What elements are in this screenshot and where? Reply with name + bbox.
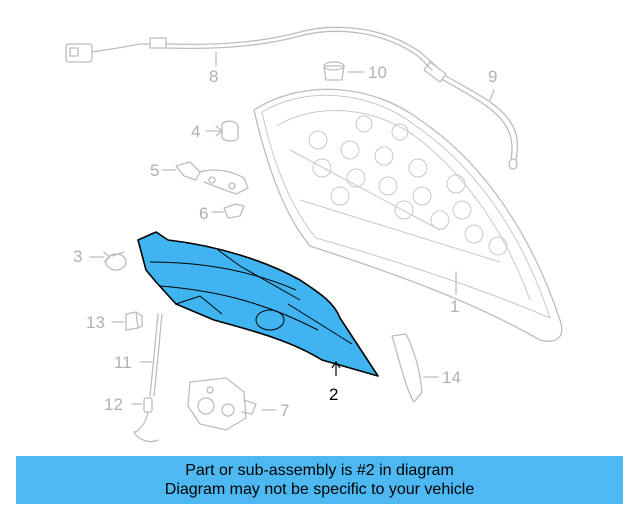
callout-8: 8: [209, 67, 218, 86]
part-2-hood-insulator: [137, 231, 379, 377]
part-5-hinge: [161, 161, 249, 195]
callout-7: 7: [280, 401, 289, 420]
part-12-rod-clip: [131, 397, 159, 443]
callout-11: 11: [114, 353, 132, 372]
part-6-bolt: [211, 203, 245, 219]
part-3-clip: [89, 251, 127, 271]
callout-12: 12: [104, 395, 123, 414]
part-14-seal: [391, 333, 439, 403]
part-7-latch: [187, 377, 277, 431]
callout-5: 5: [150, 161, 159, 180]
callout-6: 6: [199, 204, 208, 223]
part-13-bracket: [111, 311, 143, 331]
part-8-release-cable: [65, 26, 437, 71]
callout-3: 3: [73, 247, 82, 266]
callout-14: 14: [442, 368, 461, 387]
banner-line-2: Diagram may not be specific to your vehi…: [164, 481, 475, 498]
part-1-hood: [253, 88, 563, 342]
callout-2: 2: [329, 385, 338, 404]
callout-10: 10: [368, 63, 387, 82]
hood-reinforcement-holes: [308, 115, 508, 256]
callout-4: 4: [191, 122, 200, 141]
callout-13: 13: [86, 313, 105, 332]
callout-9: 9: [488, 67, 497, 86]
parts-diagram: 8 9 10: [65, 26, 563, 443]
part-4-stopper: [205, 120, 239, 142]
part-11-prop-rod: [139, 313, 163, 397]
callout-1: 1: [450, 297, 459, 316]
banner-line-1: Part or sub-assembly is #2 in diagram: [185, 462, 454, 479]
info-banner: Part or sub-assembly is #2 in diagram Di…: [16, 456, 623, 504]
part-9-cable: [423, 61, 519, 170]
part-10-bumper: [323, 61, 365, 81]
